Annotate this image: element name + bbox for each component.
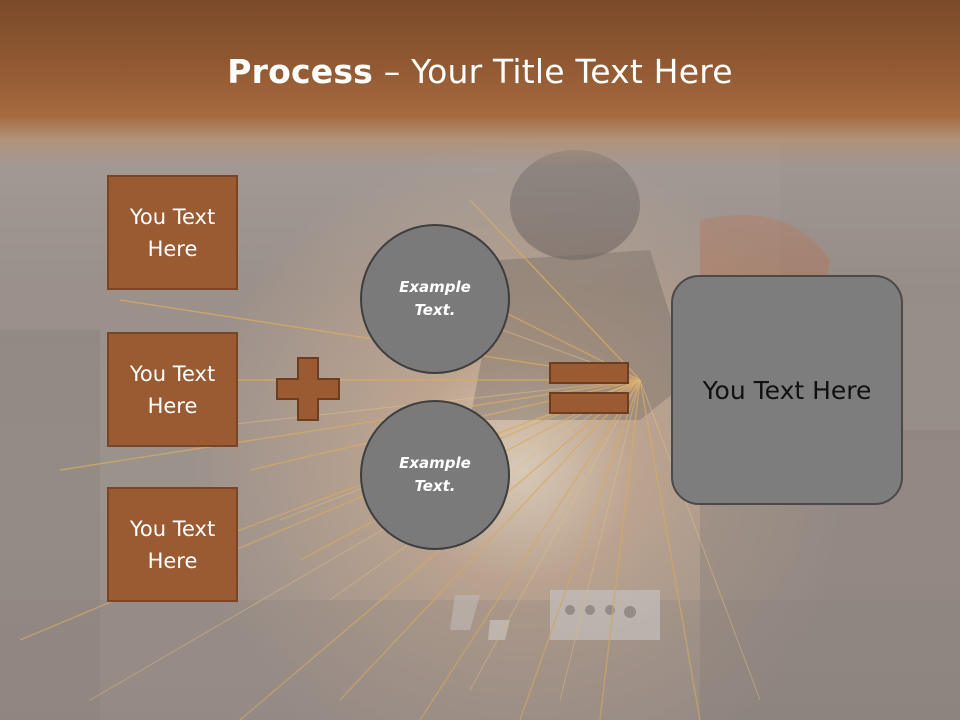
slide-title: Process – Your Title Text Here bbox=[0, 52, 960, 91]
title-banner bbox=[0, 0, 960, 165]
equals-icon bbox=[549, 362, 629, 414]
result-box: You Text Here bbox=[671, 275, 903, 505]
result-box-label: You Text Here bbox=[702, 375, 872, 405]
example-circle-2-label: Example Text. bbox=[399, 454, 471, 495]
input-box-2: You Text Here bbox=[107, 332, 238, 447]
plus-icon bbox=[276, 357, 340, 421]
example-circle-1-label: Example Text. bbox=[399, 278, 471, 319]
example-circle-1: Example Text. bbox=[360, 224, 510, 374]
title-bold: Process bbox=[227, 52, 374, 91]
input-box-1-label: You Text Here bbox=[129, 204, 216, 261]
title-rest: – Your Title Text Here bbox=[373, 52, 733, 91]
input-box-2-label: You Text Here bbox=[129, 361, 216, 418]
input-box-1: You Text Here bbox=[107, 175, 238, 290]
input-box-3-label: You Text Here bbox=[129, 516, 216, 573]
example-circle-2: Example Text. bbox=[360, 400, 510, 550]
input-box-3: You Text Here bbox=[107, 487, 238, 602]
